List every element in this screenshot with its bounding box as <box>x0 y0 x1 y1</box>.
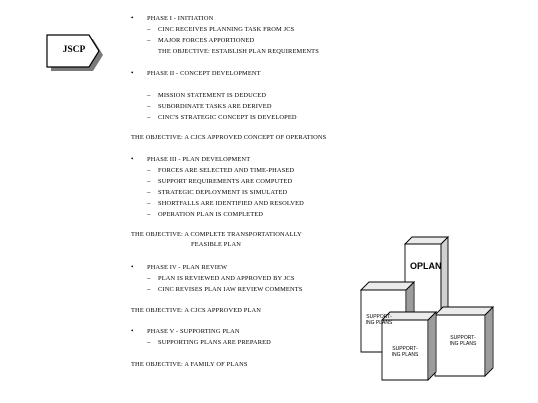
dash-icon: – <box>147 285 151 293</box>
phase-1-title: PHASE I - INITIATION <box>147 15 214 22</box>
jscp-label: JSCP <box>62 45 86 55</box>
phase-1-objective: THE OBJECTIVE: ESTABLISH PLAN REQUIREMEN… <box>158 48 319 55</box>
phase-3-item: STRATEGIC DEPLOYMENT IS SIMULATED <box>158 189 288 196</box>
phase-3-item: SUPPORT REQUIREMENTS ARE COMPUTED <box>158 178 293 185</box>
dash-icon: – <box>147 25 151 33</box>
dash-icon: – <box>147 102 151 110</box>
dash-icon: – <box>147 177 151 185</box>
phase-5-item: SUPPORTING PLANS ARE PREPARED <box>158 339 271 346</box>
dash-icon: – <box>147 338 151 346</box>
dash-icon: – <box>147 113 151 121</box>
bullet-icon: • <box>131 155 134 163</box>
jscp-arrow-box: JSCP <box>45 33 107 77</box>
supporting-plans-label: SUPPORT- ING PLANS <box>449 335 477 347</box>
phase-1-item: MAJOR FORCES APPORTIONED <box>158 37 255 44</box>
bullet-icon: • <box>131 327 134 335</box>
phase-3-objective-cont: FEASIBLE PLAN <box>191 241 242 248</box>
dash-icon: – <box>147 188 151 196</box>
phase-1-item: CINC RECEIVES PLANNING TASK FROM JCS <box>158 26 295 33</box>
dash-icon: – <box>147 199 151 207</box>
oplan-label: OPLAN <box>410 261 442 271</box>
phase-3-title: PHASE III - PLAN DEVELOPMENT <box>147 156 251 163</box>
phase-5-title: PHASE V - SUPPORTING PLAN <box>147 328 240 335</box>
bullet-icon: • <box>131 69 134 77</box>
phase-3-objective: THE OBJECTIVE: A COMPLETE TRANSPORTATION… <box>131 231 302 238</box>
dash-icon: – <box>147 91 151 99</box>
phase-2-item: CINC'S STRATEGIC CONCEPT IS DEVELOPED <box>158 114 297 121</box>
oplan-box <box>403 235 450 338</box>
phase-3-item: SHORTFALLS ARE IDENTIFIED AND RESOLVED <box>158 200 304 207</box>
jscp-arrow-shape <box>46 34 103 71</box>
supporting-plans-label: SUPPORT- ING PLANS <box>391 346 419 358</box>
phase-2-objective: THE OBJECTIVE: A CJCS APPROVED CONCEPT O… <box>131 134 327 141</box>
bullet-icon: • <box>131 263 134 271</box>
supporting-plans-label: SUPPORT- ING PLANS <box>365 314 393 326</box>
phase-4-title: PHASE IV - PLAN REVIEW <box>147 264 228 271</box>
dash-icon: – <box>147 274 151 282</box>
dash-icon: – <box>147 36 151 44</box>
phase-4-item: PLAN IS REVIEWED AND APPROVED BY JCS <box>158 275 295 282</box>
phase-5-objective: THE OBJECTIVE: A FAMILY OF PLANS <box>131 361 248 368</box>
phase-4-objective: THE OBJECTIVE: A CJCS APPROVED PLAN <box>131 307 262 314</box>
phase-2-item: MISSION STATEMENT IS DEDUCED <box>158 92 267 99</box>
dash-icon: – <box>147 166 151 174</box>
phase-4-item: CINC REVISES PLAN IAW REVIEW COMMENTS <box>158 286 303 293</box>
phase-2-item: SUBORDINATE TASKS ARE DERIVED <box>158 103 272 110</box>
phase-2-title: PHASE II - CONCEPT DEVELOPMENT <box>147 70 261 77</box>
phase-3-item: FORCES ARE SELECTED AND TIME-PHASED <box>158 167 295 174</box>
phase-3-item: OPERATION PLAN IS COMPLETED <box>158 211 264 218</box>
bullet-icon: • <box>131 14 134 22</box>
dash-icon: – <box>147 210 151 218</box>
